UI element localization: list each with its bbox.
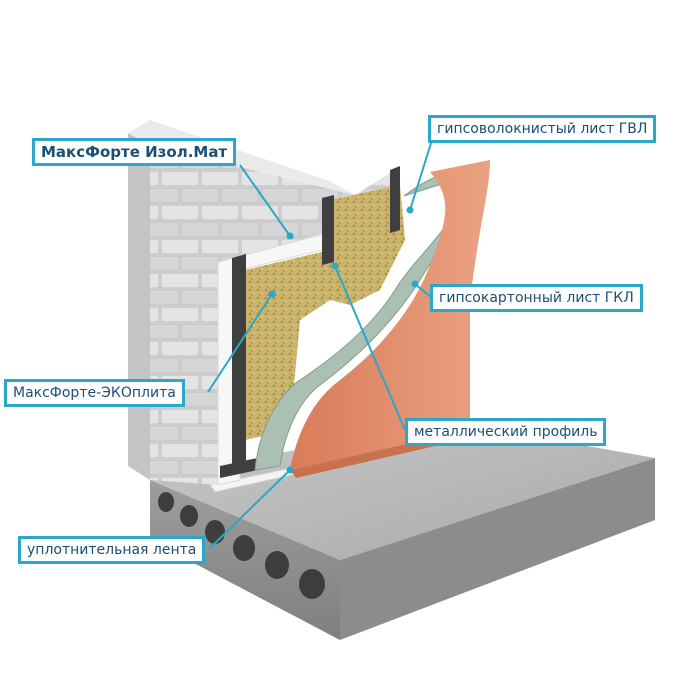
- mineral-wool-lower: [245, 250, 330, 440]
- mineral-wool-upper: [330, 185, 405, 305]
- label-sealing-tape: уплотнительная лента: [18, 536, 206, 564]
- leader-gkl: [414, 283, 433, 299]
- callout-dots: [268, 206, 419, 474]
- leader-tape: [209, 469, 291, 549]
- label-gypsum-fiber-sheet: гипсоволокнистый лист ГВЛ: [428, 115, 657, 143]
- label-maxforte-ecoplita: МаксФорте-ЭКОплита: [4, 379, 185, 407]
- dot-ecoplita: [268, 290, 276, 298]
- callout-leaders: [207, 139, 433, 549]
- gypsum-plaster-board: [290, 160, 490, 470]
- label-gypsum-plaster-sheet: гипсокартонный лист ГКЛ: [430, 284, 643, 312]
- dot-gkl: [411, 280, 419, 288]
- dot-izolmat: [286, 232, 294, 240]
- leader-izolmat: [239, 164, 291, 237]
- label-metal-profile: металлический профиль: [405, 418, 607, 446]
- dot-tape: [286, 466, 294, 474]
- metal-profiles: [220, 166, 400, 478]
- dot-gvl: [406, 206, 414, 214]
- leader-ecoplita: [207, 293, 273, 393]
- leader-gvl: [409, 139, 433, 211]
- dot-profile: [331, 262, 339, 270]
- slab-hollow-cores: [158, 492, 325, 599]
- leader-profile: [334, 265, 406, 431]
- label-maxforte-izolmat: МаксФорте Изол.Мат: [32, 138, 237, 166]
